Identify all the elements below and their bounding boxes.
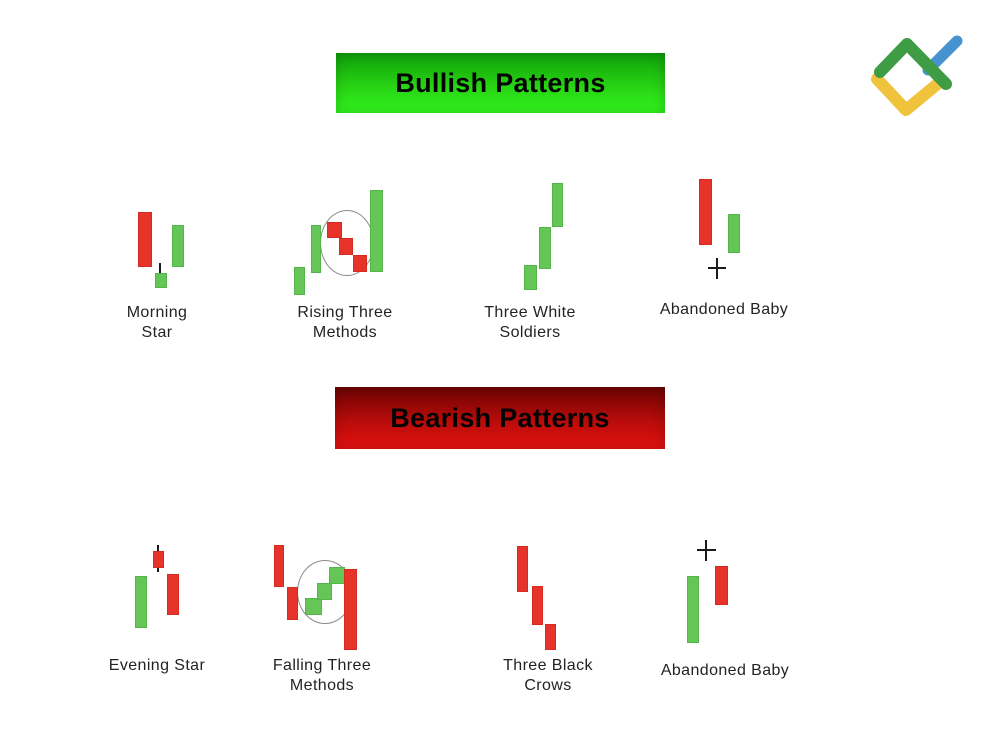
abandoned-baby-bearish-bull-candle bbox=[687, 576, 699, 643]
abandoned-baby-bearish-bear-candle bbox=[715, 566, 728, 605]
rising-three-methods-label-line: Rising Three bbox=[297, 304, 393, 321]
morning-star-bull-candle bbox=[155, 273, 167, 288]
evening-star-candle-wick bbox=[157, 568, 159, 572]
chart-zigzag-check-logo-icon bbox=[871, 35, 963, 116]
morning-star-label-line: Star bbox=[141, 324, 173, 341]
three-white-soldiers-bull-candle bbox=[552, 183, 563, 227]
rising-three-methods-bull-candle bbox=[311, 225, 321, 273]
three-white-soldiers-label-line: Three White bbox=[484, 304, 576, 321]
evening-star-label: Evening Star bbox=[109, 656, 205, 676]
three-black-crows-label-line: Crows bbox=[524, 677, 572, 694]
rising-three-methods-bear-candle bbox=[339, 238, 353, 255]
three-white-soldiers-bull-candle bbox=[539, 227, 551, 269]
rising-three-methods-bull-candle bbox=[294, 267, 305, 295]
evening-star-bear-candle bbox=[167, 574, 179, 615]
rising-three-methods-bull-candle bbox=[370, 190, 383, 272]
abandoned-baby-bullish-label-line: Abandoned Baby bbox=[659, 301, 789, 318]
abandoned-baby-bullish-bear-candle bbox=[699, 179, 712, 245]
falling-three-methods-bear-candle bbox=[287, 587, 298, 620]
logo-yellow-check bbox=[871, 73, 947, 116]
three-white-soldiers-label-line: Soldiers bbox=[499, 324, 561, 341]
evening-star-label-line: Evening Star bbox=[108, 657, 206, 674]
morning-star-bear-candle bbox=[138, 212, 152, 267]
evening-star-bear-candle bbox=[153, 551, 164, 568]
bullish-banner-label: Bullish Patterns bbox=[395, 67, 606, 98]
bullish-banner: Bullish Patterns bbox=[336, 53, 665, 113]
three-black-crows-bear-candle bbox=[532, 586, 543, 625]
morning-star-bull-candle bbox=[172, 225, 184, 267]
abandoned-baby-bullish-bull-candle bbox=[728, 214, 740, 253]
morning-star-candle-wick bbox=[159, 263, 161, 273]
bearish-banner: Bearish Patterns bbox=[335, 387, 665, 449]
three-white-soldiers-bull-candle bbox=[524, 265, 537, 290]
three-black-crows-bear-candle bbox=[517, 546, 528, 592]
morning-star-label-line: Morning bbox=[126, 304, 188, 321]
falling-three-methods-bull-candle bbox=[329, 567, 345, 584]
three-black-crows-label-line: Three Black bbox=[503, 657, 593, 674]
abandoned-baby-bearish-doji-cross bbox=[696, 549, 716, 551]
bearish-banner-label: Bearish Patterns bbox=[390, 402, 610, 433]
falling-three-methods-bear-candle bbox=[274, 545, 284, 587]
evening-star-bull-candle bbox=[135, 576, 147, 628]
abandoned-baby-bearish-label: Abandoned Baby bbox=[661, 661, 789, 681]
falling-three-methods-bear-candle bbox=[344, 569, 357, 650]
abandoned-baby-bullish-label: Abandoned Baby bbox=[660, 300, 788, 320]
falling-three-methods-bull-candle bbox=[305, 598, 322, 615]
rising-three-methods-label-line: Methods bbox=[312, 324, 378, 341]
falling-three-methods-bull-candle bbox=[317, 583, 332, 600]
falling-three-methods-label-line: Falling Three bbox=[272, 657, 372, 674]
evening-star-candle-wick bbox=[157, 545, 159, 551]
abandoned-baby-bullish-doji-cross bbox=[708, 267, 726, 269]
rising-three-methods-bear-candle bbox=[353, 255, 367, 272]
logo-green-zigzag bbox=[874, 38, 952, 90]
three-black-crows-bear-candle bbox=[545, 624, 556, 650]
abandoned-baby-bearish-label-line: Abandoned Baby bbox=[660, 662, 790, 679]
falling-three-methods-label-line: Methods bbox=[289, 677, 355, 694]
rising-three-methods-bear-candle bbox=[327, 222, 342, 238]
